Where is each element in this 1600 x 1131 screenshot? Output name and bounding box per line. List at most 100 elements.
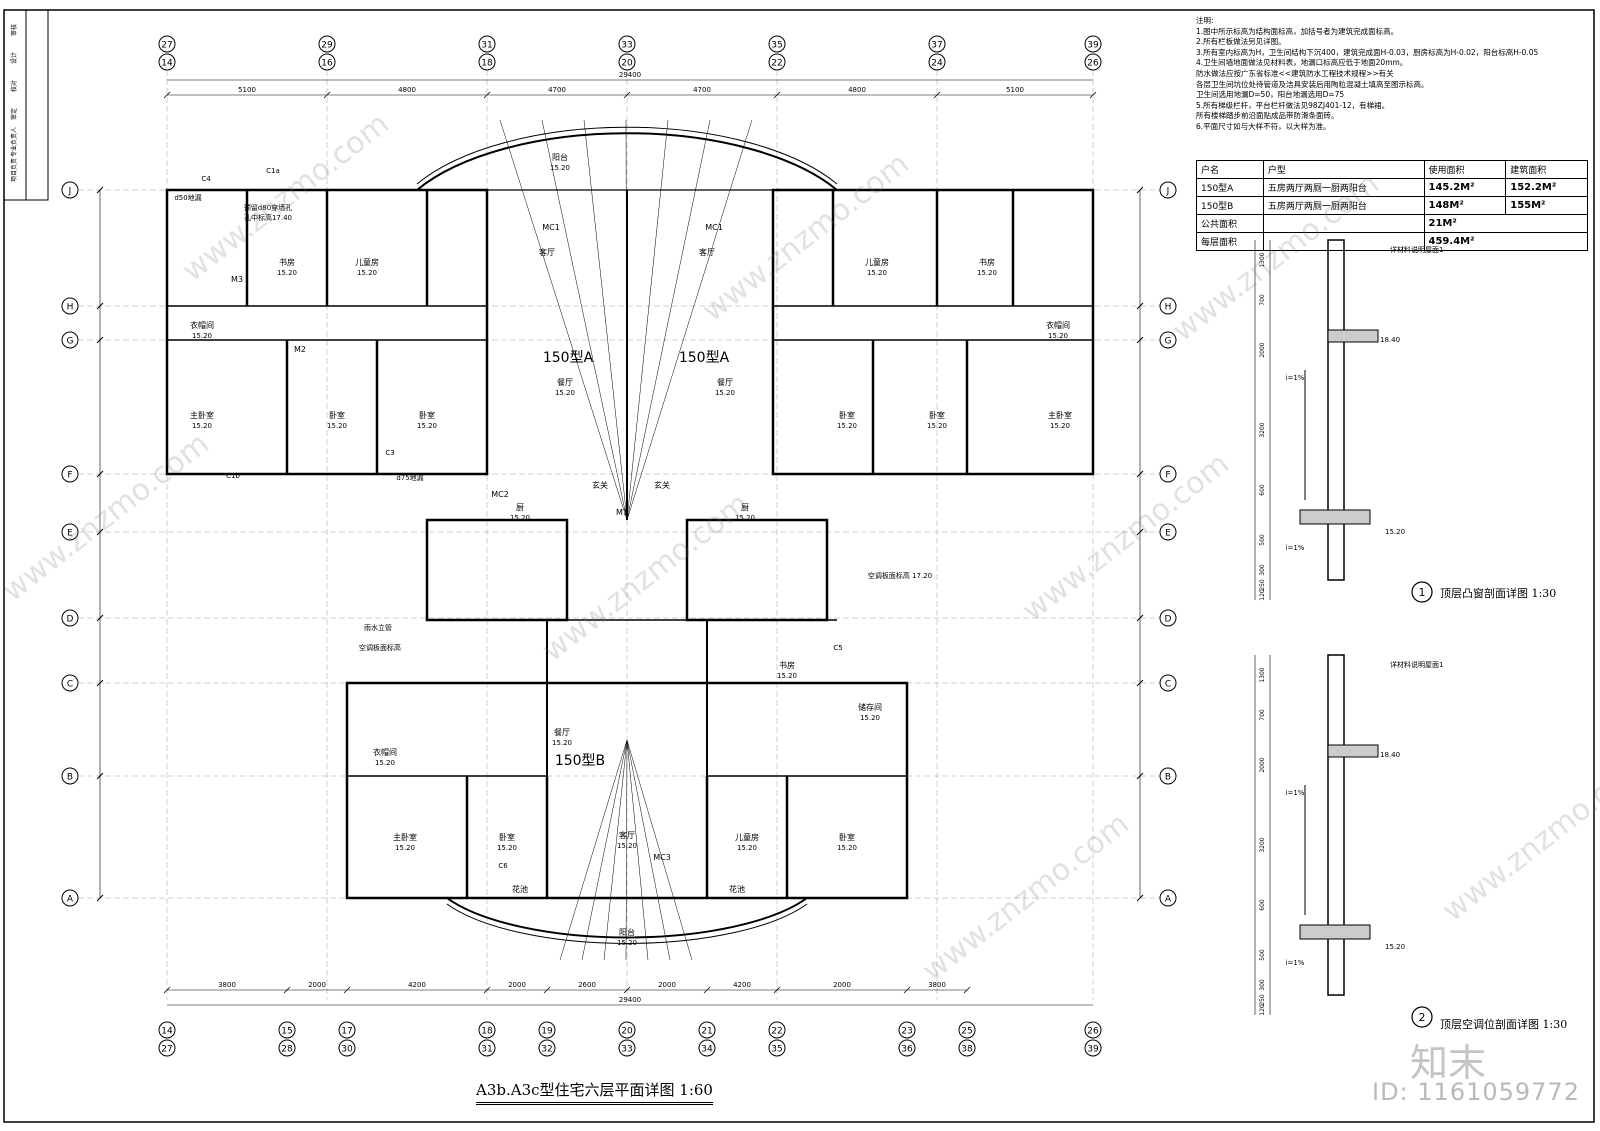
room-elevation: 15.20	[327, 422, 347, 430]
detail-dim: 1300	[1259, 252, 1266, 267]
dim-tick	[96, 894, 104, 902]
balcony-arc	[416, 132, 838, 191]
detail-dim: 600	[1259, 484, 1266, 496]
axis-bubble	[618, 35, 636, 53]
balcony-arc	[446, 897, 808, 939]
axis-label: 17	[341, 1027, 352, 1037]
dim-tick	[543, 986, 551, 994]
axis-bubble	[768, 35, 786, 53]
cell: 459.4M²	[1423, 232, 1589, 251]
detail-dim: 500	[1259, 534, 1266, 546]
dim-tick	[96, 772, 104, 780]
dim-tick	[623, 91, 631, 99]
detail-dim: 120	[1259, 589, 1266, 601]
detail-slab	[1299, 924, 1371, 940]
cell: 21M²	[1423, 214, 1589, 233]
dim-label: 2000	[508, 981, 526, 989]
axis-bubble	[898, 1039, 916, 1057]
axis-bubble	[478, 1021, 496, 1039]
dim-label: 2000	[833, 981, 851, 989]
dim-tick	[163, 91, 171, 99]
dim-tick	[96, 470, 104, 478]
room-elevation: 15.20	[837, 844, 857, 852]
room-label: 主卧室	[1048, 410, 1072, 420]
section-line	[581, 739, 628, 961]
axis-label: 26	[1087, 1027, 1099, 1037]
room-elevation: 15.20	[777, 672, 797, 680]
window-tag: C6	[498, 862, 508, 870]
area-table: 户名 户型 使用面积 建筑面积 150型A 五房两厅两厕一厨两阳台 145.2M…	[1196, 160, 1589, 251]
dim-tick	[703, 986, 711, 994]
room-elevation: 15.20	[510, 514, 530, 522]
axis-bubble	[278, 1039, 296, 1057]
door-tag: M1	[616, 508, 628, 517]
axis-label: 38	[961, 1045, 973, 1055]
axis-bubble	[768, 1021, 786, 1039]
dim-tick	[933, 91, 941, 99]
dim-tick	[773, 91, 781, 99]
room-label: 客厅	[619, 830, 635, 840]
title-strip-label: 设计	[10, 52, 18, 64]
room-label: 书房	[979, 257, 995, 267]
window-tag: C4	[201, 175, 211, 183]
dim-tick	[1136, 614, 1144, 622]
note-line: 3.所有室内标高为H，卫生间结构下沉400，建筑完成面H-0.03，厨房标高为H…	[1196, 47, 1539, 57]
plan-note: 空调板面标高	[359, 643, 401, 652]
room-label: 阳台	[552, 152, 568, 162]
unit-label: 150型A	[679, 350, 730, 366]
dim-tick	[1136, 528, 1144, 536]
unit-label: 150型B	[555, 753, 605, 769]
wall	[771, 188, 1095, 476]
door-tag: M2	[294, 345, 306, 354]
axis-bubble	[698, 1039, 716, 1057]
wall	[425, 518, 569, 622]
axis-label: J	[68, 187, 72, 197]
detail-dim: 500	[1259, 949, 1266, 961]
door-tag: MC3	[653, 853, 671, 862]
dim-tick	[903, 986, 911, 994]
axis-label: 21	[701, 1027, 712, 1037]
axis-label: E	[67, 529, 73, 539]
room-elevation: 15.20	[357, 269, 377, 277]
axis-label: D	[1165, 615, 1172, 625]
door-tag: MC1	[705, 223, 723, 232]
plan-note: 雨水立管	[364, 623, 392, 632]
axis-bubble	[278, 1021, 296, 1039]
detail-elevation: 15.20	[1385, 943, 1405, 951]
dim-tick	[1136, 894, 1144, 902]
room-elevation: 15.20	[617, 842, 637, 850]
dim-label: 4700	[693, 86, 711, 94]
dim-tick	[96, 302, 104, 310]
room-elevation: 15.20	[617, 939, 637, 947]
dim-tick	[1136, 302, 1144, 310]
axis-label: B	[1165, 773, 1171, 783]
dim-tick	[283, 986, 291, 994]
detail-dim: 700	[1259, 709, 1266, 721]
axis-label: F	[1165, 471, 1170, 481]
axis-label: C	[67, 680, 73, 690]
cell: 每层面积	[1196, 232, 1264, 251]
wall	[685, 518, 829, 622]
axis-label: 33	[621, 1045, 632, 1055]
axis-bubble	[618, 1039, 636, 1057]
note-line: 所有楼梯踏步前沿面贴成品带防滑条面砖。	[1196, 111, 1339, 121]
room-elevation: 15.20	[1048, 332, 1068, 340]
axis-label: A	[67, 895, 74, 905]
table-header-row: 户名 户型 使用面积 建筑面积	[1196, 160, 1588, 179]
axis-label: 33	[621, 41, 632, 51]
axis-label: 39	[1087, 1045, 1099, 1055]
axis-bubble	[958, 1039, 976, 1057]
balcony-arc	[416, 126, 838, 185]
room-label: 主卧室	[393, 832, 417, 842]
detail-number-bubble	[1411, 1006, 1433, 1028]
room-label: 餐厅	[554, 728, 570, 737]
cell: 155M²	[1505, 196, 1588, 215]
dim-label: 2000	[658, 981, 676, 989]
window-tag: C5	[833, 644, 842, 652]
axis-label: 14	[161, 59, 173, 69]
axis-bubble	[1084, 1039, 1102, 1057]
title-strip-label: 校对	[10, 80, 18, 92]
detail-dim: 250	[1259, 579, 1266, 591]
detail-number: 1	[1419, 586, 1426, 599]
note-line: 6.平面尺寸如与大样不符，以大样为准。	[1196, 121, 1331, 131]
